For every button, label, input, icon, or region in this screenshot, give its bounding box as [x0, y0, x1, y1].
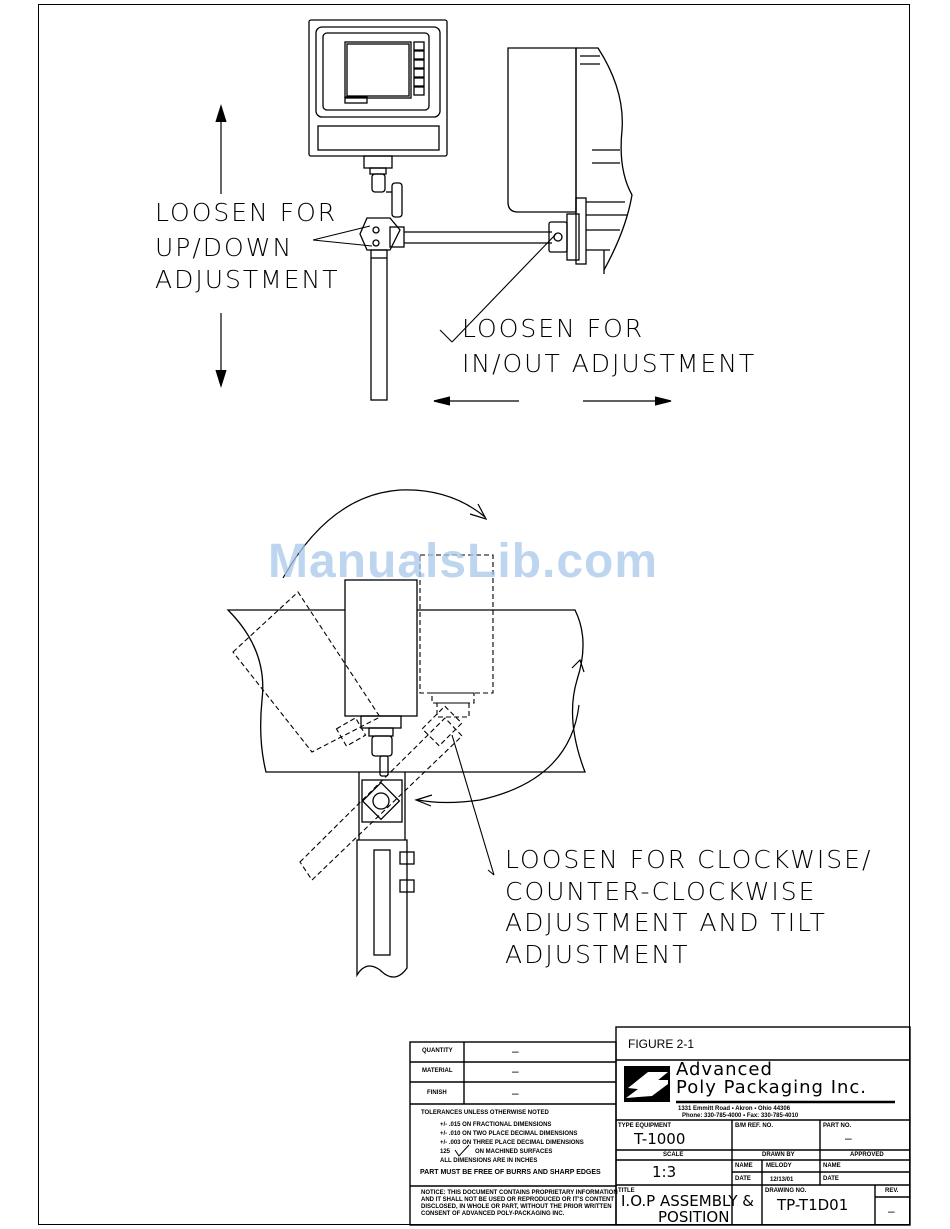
type-equipment-value: T-1000	[634, 1130, 686, 1148]
type-equipment-label: TYPE EQUIPMENT	[618, 1123, 672, 1129]
rev-value: –	[888, 1204, 895, 1218]
company-address: 1331 Emmitt Road ▪ Akron ▪ Ohio 44306	[678, 1106, 791, 1112]
controller-dashed-positions	[232, 554, 494, 881]
inches-note: ALL DIMENSIONS ARE IN INCHES	[440, 1158, 538, 1164]
updown-label-line2: UP/DOWN	[155, 233, 294, 262]
updown-leaders	[312, 225, 373, 247]
surface-value: 125	[440, 1149, 451, 1155]
part-no-value: –	[845, 1131, 852, 1145]
updown-arrows	[215, 103, 227, 389]
bm-ref-label: B/M REF. NO.	[735, 1123, 774, 1129]
notice-line-2: AND IT SHALL NOT BE USED OR REPRODUCED O…	[421, 1197, 614, 1203]
material-label: MATERIAL	[422, 1068, 453, 1074]
inout-label-line2: IN/OUT ADJUSTMENT	[462, 349, 757, 378]
rotate-label-line1: LOOSEN FOR CLOCKWISE/	[505, 845, 873, 874]
updown-label-line3: ADJUSTMENT	[155, 265, 340, 294]
rotation-arrow-right	[414, 658, 585, 807]
rotate-label-line4: ADJUSTMENT	[505, 940, 690, 969]
company-logo	[624, 1066, 670, 1102]
company-phone: Phone: 330-785-4000 ▪ Fax: 330-785-4010	[682, 1113, 799, 1119]
finish-value: –	[512, 1086, 519, 1100]
title-value-line2: POSITION	[658, 1208, 730, 1226]
controller-solid-position	[344, 579, 418, 978]
scale-label: SCALE	[663, 1152, 684, 1158]
company-name-line2: Poly Packaging Inc.	[676, 1077, 868, 1098]
machine-housing	[507, 47, 633, 274]
figure-number: FIGURE 2-1	[628, 1037, 695, 1051]
rotation-arrow-top	[282, 489, 488, 579]
title-label: TITLE	[618, 1188, 635, 1194]
quantity-label: QUANTITY	[422, 1048, 453, 1054]
notice-line-4: CONSENT OF ADVANCED POLY-PACKAGING INC.	[421, 1211, 565, 1217]
inout-leader	[439, 233, 557, 343]
date-value: 12/13/01	[770, 1177, 794, 1183]
notice-line-1: NOTICE: THIS DOCUMENT CONTAINS PROPRIETA…	[421, 1190, 618, 1196]
rotate-label-line3: ADJUSTMENT AND TILT	[505, 908, 827, 937]
approved-date-label: DATE	[823, 1176, 839, 1182]
rev-label: REV.	[885, 1188, 899, 1194]
title-block-grid	[409, 1026, 911, 1226]
tolerances-heading: TOLERANCES UNLESS OTHERWISE NOTED	[421, 1110, 549, 1116]
drawing-no-label: DRAWING NO.	[765, 1188, 807, 1194]
inout-label-line1: LOOSEN FOR	[462, 314, 645, 343]
finish-label: FINISH	[427, 1090, 447, 1096]
name-label: NAME	[735, 1163, 753, 1169]
quantity-value: –	[512, 1044, 519, 1058]
part-no-label: PART NO.	[823, 1123, 852, 1129]
surface-finish-symbol	[454, 1144, 470, 1157]
mounting-plate	[226, 609, 586, 773]
material-value: –	[512, 1064, 519, 1078]
rotate-leader	[451, 734, 495, 876]
inout-arrows	[433, 396, 672, 406]
company-name-line1: Advanced	[676, 1059, 773, 1080]
tolerance-line-3: +/- .003 ON THREE PLACE DECIMAL DIMENSIO…	[440, 1140, 584, 1146]
horizontal-arm	[404, 197, 587, 265]
tolerance-line-2: +/- .010 ON TWO PLACE DECIMAL DIMENSIONS	[440, 1131, 578, 1137]
updown-label-line1: LOOSEN FOR	[155, 198, 338, 227]
watermark: ManualsLib.com	[268, 535, 659, 588]
name-value: MELODY	[766, 1163, 792, 1169]
notice-line-3: DISCLOSED, IN WHOLE OR PART, WITHOUT THE…	[421, 1204, 612, 1210]
approved-label: APPROVED	[850, 1152, 884, 1158]
rotate-label-line2: COUNTER-CLOCKWISE	[505, 877, 817, 906]
ball-mount	[359, 155, 405, 401]
title-value-line1: I.O.P ASSEMBLY &	[621, 1192, 754, 1210]
controller-display	[308, 19, 448, 157]
burrs-note: PART MUST BE FREE OF BURRS AND SHARP EDG…	[420, 1169, 601, 1176]
drawn-by-label: DRAWN BY	[762, 1152, 795, 1158]
date-label: DATE	[735, 1176, 751, 1182]
scale-value: 1:3	[652, 1163, 677, 1181]
surface-note: ON MACHINED SURFACES	[475, 1149, 553, 1155]
tolerance-line-1: +/- .015 ON FRACTIONAL DIMENSIONS	[440, 1122, 552, 1128]
approved-name-label: NAME	[823, 1163, 841, 1169]
drawing-no-value: TP-T1D01	[777, 1196, 849, 1214]
